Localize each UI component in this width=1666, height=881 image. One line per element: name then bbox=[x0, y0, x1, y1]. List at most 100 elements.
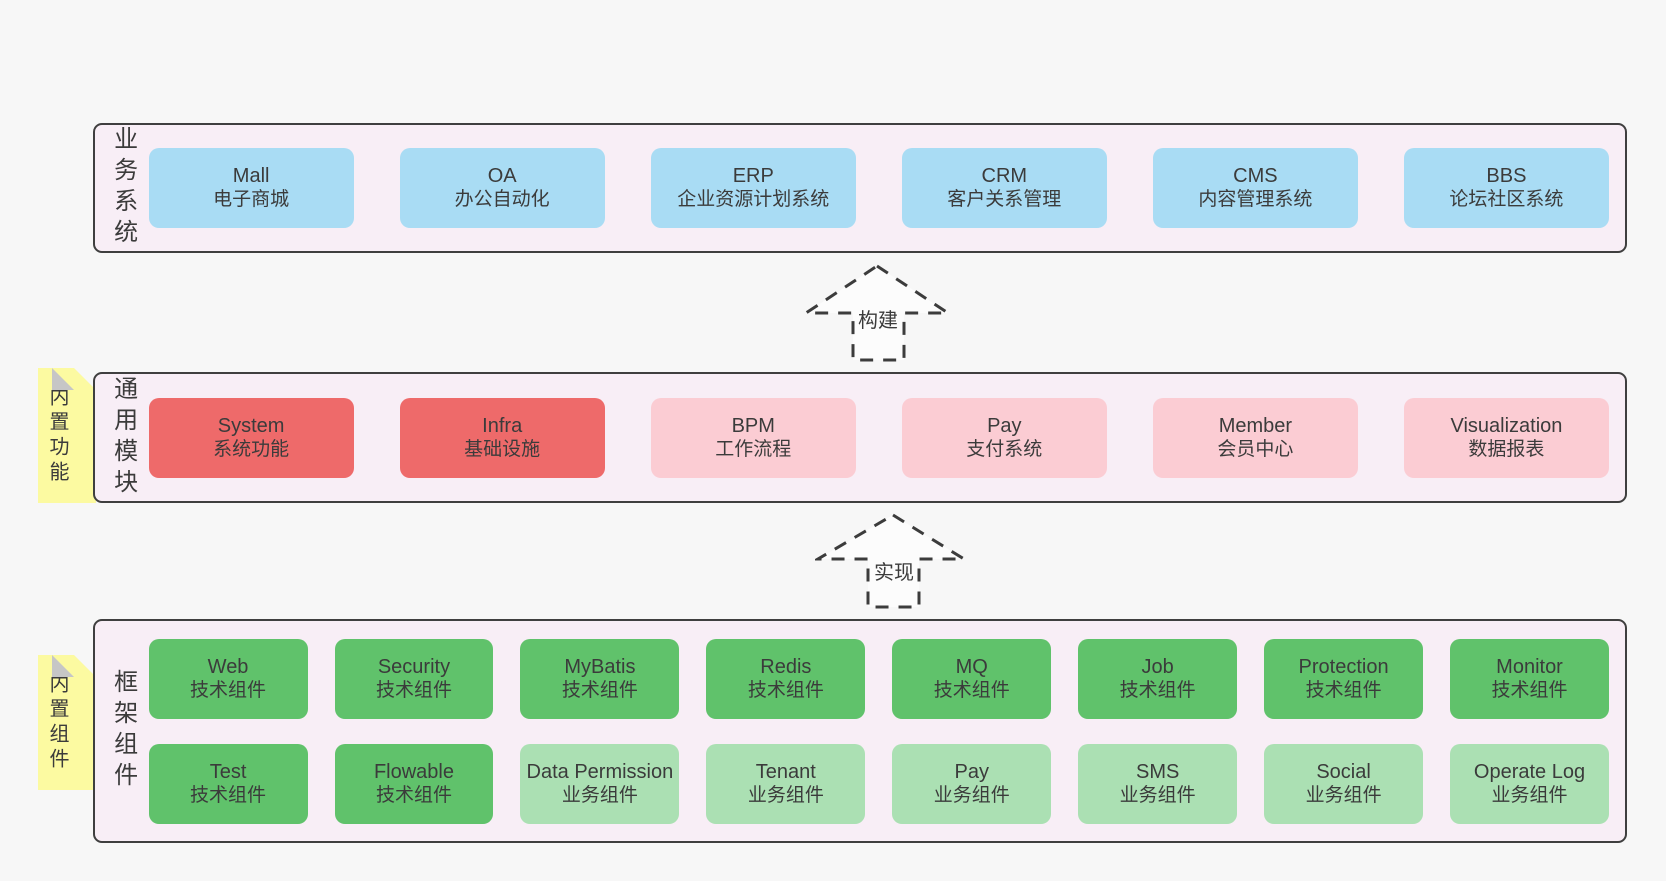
diagram-box-name: OA bbox=[487, 165, 517, 187]
diagram-box-name: Protection bbox=[1298, 655, 1389, 678]
implement-arrow: 实现 bbox=[815, 512, 973, 612]
diagram-box-name: BBS bbox=[1486, 165, 1527, 187]
diagram-box-infra: Infra 基础设施 bbox=[399, 397, 605, 478]
diagram-box-subtitle: 技术组件 bbox=[933, 679, 1010, 701]
framework-components-panel: 框架组件 Web 技术组件 Security 技术组件 MyBatis 技术组件… bbox=[93, 619, 1627, 843]
business-systems-panel: 业务系统 Mall 电子商城 OA 办公自动化 ERP 企业资源计划系统 CRM… bbox=[93, 123, 1627, 253]
diagram-box-name: ERP bbox=[732, 165, 774, 187]
common-modules-boxes: System 系统功能 Infra 基础设施 BPM 工作流程 Pay 支付系统… bbox=[139, 397, 1625, 478]
diagram-box-subtitle: 技术组件 bbox=[1305, 679, 1382, 701]
diagram-box-subtitle: 业务组件 bbox=[747, 784, 824, 806]
diagram-box-subtitle: 会员中心 bbox=[1217, 438, 1294, 460]
diagram-box-subtitle: 技术组件 bbox=[375, 679, 452, 701]
diagram-box-subtitle: 内容管理系统 bbox=[1198, 189, 1313, 210]
diagram-box-subtitle: 技术组件 bbox=[747, 679, 824, 701]
diagram-box-subtitle: 客户关系管理 bbox=[947, 189, 1062, 210]
diagram-box-sms: SMS 业务组件 bbox=[1078, 743, 1238, 824]
framework-components-row-2: Test 技术组件 Flowable 技术组件 Data Permission … bbox=[148, 743, 1609, 824]
framework-components-rows: Web 技术组件 Security 技术组件 MyBatis 技术组件 Redi… bbox=[139, 638, 1625, 824]
diagram-box-bbs: BBS 论坛社区系统 bbox=[1403, 148, 1609, 228]
diagram-box-job: Job 技术组件 bbox=[1078, 638, 1238, 719]
diagram-box-subtitle: 业务组件 bbox=[561, 784, 638, 806]
diagram-box-tenant: Tenant 业务组件 bbox=[706, 743, 866, 824]
diagram-box-subtitle: 支付系统 bbox=[966, 438, 1043, 460]
diagram-box-name: MQ bbox=[955, 655, 988, 678]
diagram-box-name: Visualization bbox=[1450, 414, 1563, 437]
diagram-box-security: Security 技术组件 bbox=[334, 638, 494, 719]
diagram-box-subtitle: 业务组件 bbox=[933, 784, 1010, 806]
diagram-box-data-permission: Data Permission 业务组件 bbox=[520, 743, 680, 824]
diagram-box-oa: OA 办公自动化 bbox=[399, 148, 605, 228]
diagram-box-redis: Redis 技术组件 bbox=[706, 638, 866, 719]
diagram-box-member: Member 会员中心 bbox=[1152, 397, 1358, 478]
diagram-box-name: Operate Log bbox=[1473, 760, 1586, 783]
diagram-box-name: Redis bbox=[760, 655, 812, 678]
diagram-box-subtitle: 技术组件 bbox=[1491, 679, 1568, 701]
diagram-box-crm: CRM 客户关系管理 bbox=[901, 148, 1107, 228]
folded-corner-icon bbox=[52, 655, 74, 677]
common-modules-panel: 通用模块 System 系统功能 Infra 基础设施 BPM 工作流程 Pay… bbox=[93, 372, 1627, 503]
diagram-box-subtitle: 数据报表 bbox=[1468, 438, 1545, 460]
diagram-box-subtitle: 技术组件 bbox=[190, 679, 267, 701]
diagram-box-test: Test 技术组件 bbox=[148, 743, 308, 824]
diagram-box-name: Test bbox=[209, 760, 247, 783]
diagram-box-name: MyBatis bbox=[564, 655, 636, 678]
diagram-box-name: Member bbox=[1218, 414, 1293, 437]
common-modules-label: 通用模块 bbox=[109, 375, 137, 500]
built-in-components-note: 内置组件 bbox=[38, 655, 96, 790]
diagram-box-subtitle: 办公自动化 bbox=[454, 189, 550, 210]
diagram-box-subtitle: 系统功能 bbox=[213, 438, 290, 460]
diagram-box-name: Web bbox=[207, 655, 249, 678]
diagram-box-name: Mall bbox=[232, 165, 270, 187]
business-systems-boxes: Mall 电子商城 OA 办公自动化 ERP 企业资源计划系统 CRM 客户关系… bbox=[139, 148, 1625, 228]
diagram-box-name: Social bbox=[1316, 760, 1371, 783]
framework-components-row-1: Web 技术组件 Security 技术组件 MyBatis 技术组件 Redi… bbox=[148, 638, 1609, 719]
diagram-box-visualization: Visualization 数据报表 bbox=[1403, 397, 1609, 478]
build-arrow: 构建 bbox=[800, 262, 956, 364]
diagram-box-mq: MQ 技术组件 bbox=[892, 638, 1052, 719]
diagram-box-name: CMS bbox=[1233, 165, 1278, 187]
diagram-box-subtitle: 电子商城 bbox=[213, 189, 290, 210]
diagram-box-cms: CMS 内容管理系统 bbox=[1152, 148, 1358, 228]
diagram-box-web: Web 技术组件 bbox=[148, 638, 308, 719]
diagram-box-name: System bbox=[217, 414, 285, 437]
diagram-box-protection: Protection 技术组件 bbox=[1264, 638, 1424, 719]
diagram-box-name: SMS bbox=[1135, 760, 1180, 783]
diagram-box-name: CRM bbox=[981, 165, 1028, 187]
diagram-box-subtitle: 论坛社区系统 bbox=[1449, 189, 1564, 210]
diagram-box-name: Data Permission bbox=[526, 760, 674, 783]
diagram-box-operate-log: Operate Log 业务组件 bbox=[1450, 743, 1609, 824]
diagram-box-mybatis: MyBatis 技术组件 bbox=[520, 638, 680, 719]
built-in-features-note: 内置功能 bbox=[38, 368, 96, 503]
diagram-box-subtitle: 工作流程 bbox=[715, 438, 792, 460]
diagram-box-subtitle: 业务组件 bbox=[1305, 784, 1382, 806]
diagram-box-flowable: Flowable 技术组件 bbox=[334, 743, 494, 824]
diagram-box-name: Monitor bbox=[1496, 655, 1563, 678]
diagram-box-subtitle: 业务组件 bbox=[1119, 784, 1196, 806]
diagram-box-pay: Pay 业务组件 bbox=[892, 743, 1052, 824]
diagram-box-name: Pay bbox=[954, 760, 989, 783]
business-systems-label: 业务系统 bbox=[109, 126, 137, 250]
diagram-box-subtitle: 业务组件 bbox=[1491, 784, 1568, 806]
diagram-box-erp: ERP 企业资源计划系统 bbox=[650, 148, 856, 228]
diagram-box-subtitle: 技术组件 bbox=[190, 784, 267, 806]
built-in-components-note-text: 内置组件 bbox=[46, 672, 68, 773]
diagram-box-subtitle: 技术组件 bbox=[561, 679, 638, 701]
build-arrow-label: 构建 bbox=[855, 304, 901, 333]
diagram-box-name: Infra bbox=[482, 414, 523, 437]
diagram-box-bpm: BPM 工作流程 bbox=[650, 397, 856, 478]
implement-arrow-label: 实现 bbox=[871, 556, 917, 585]
diagram-box-name: Pay bbox=[987, 414, 1022, 437]
diagram-box-pay: Pay 支付系统 bbox=[901, 397, 1107, 478]
diagram-box-name: Job bbox=[1141, 655, 1174, 678]
diagram-box-subtitle: 技术组件 bbox=[1119, 679, 1196, 701]
diagram-box-social: Social 业务组件 bbox=[1264, 743, 1424, 824]
diagram-box-system: System 系统功能 bbox=[148, 397, 354, 478]
diagram-box-subtitle: 技术组件 bbox=[375, 784, 452, 806]
diagram-box-subtitle: 企业资源计划系统 bbox=[677, 189, 830, 210]
diagram-box-name: Security bbox=[377, 655, 451, 678]
folded-corner-icon bbox=[52, 368, 74, 390]
built-in-features-note-text: 内置功能 bbox=[46, 385, 68, 486]
framework-components-label: 框架组件 bbox=[109, 669, 137, 793]
